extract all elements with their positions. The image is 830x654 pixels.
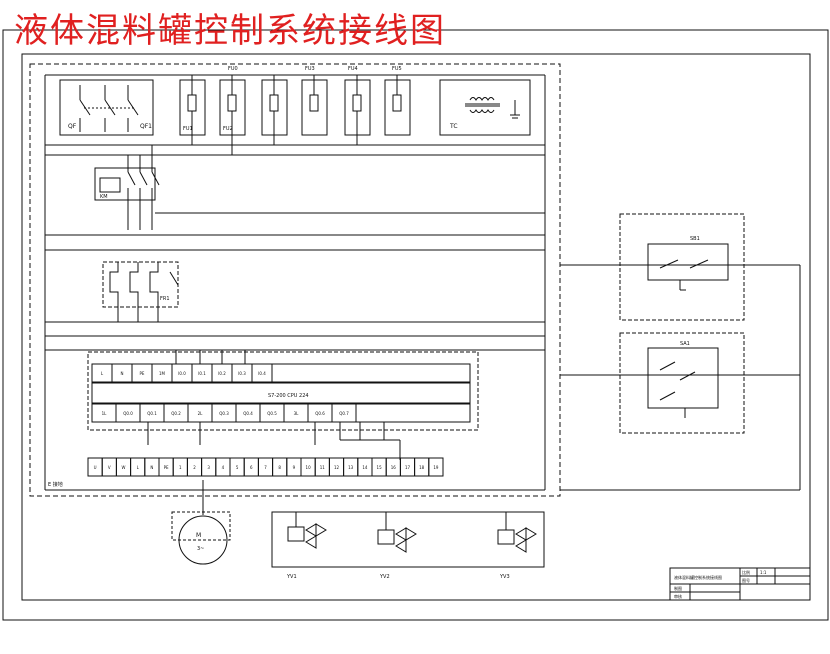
motor-label: M [196,532,201,539]
plc-output-terminal-label: 1L [102,411,108,416]
terminal-label: 10 [306,465,312,470]
terminal-label: 11 [320,465,326,470]
terminal-label: 2 [193,465,196,470]
terminal-label: 6 [250,465,253,470]
fu0-label: FU0 [228,66,238,72]
terminal-label: 13 [348,465,354,470]
pe-note: E 接地 [48,481,63,488]
tb-drawn-label: 图号 [742,577,750,583]
terminal-label: PE [164,465,169,470]
plc-input-terminal-label: I0.0 [178,371,186,376]
yv1-label: YV1 [286,574,297,580]
terminal-label: N [150,465,153,470]
yv2-label: YV2 [379,574,390,580]
terminal-label: 8 [278,465,281,470]
tc-label: TC [449,123,458,130]
terminal-label: 9 [293,465,296,470]
terminal-label: 4 [222,465,225,470]
main-breaker-qf [59,79,154,136]
plc-input-terminals: L N PE 1M I0.0 I0.1 I0.2 I0.3 I0.4 [91,363,273,383]
terminal-label: V [108,465,111,470]
plc-output-terminals: 1L Q0.0 Q0.1 Q0.2 2L Q0.3 Q0.4 Q0.5 3L Q0.6 Q0.7 [91,403,357,423]
plc-output-terminal-label: Q0.0 [123,411,133,416]
plc-model-label: S7-200 CPU 224 [268,393,309,399]
terminal-label: 1 [179,465,182,470]
fu3-label: FU3 [305,66,315,72]
plc-input-terminal-label: I0.2 [218,371,226,376]
terminal-label: 15 [377,465,383,470]
tb-scale-value: 1:1 [760,570,767,575]
button-box-1 [619,213,745,321]
plc-input-terminal-cell [251,363,273,383]
plc-input-terminal-label: L [101,371,104,376]
plc-output-terminal-label: Q0.1 [147,411,157,416]
plc-input-terminal-label: N [121,371,124,376]
terminal-label: 18 [419,465,425,470]
sa1-label: SA1 [680,341,690,347]
plc-input-terminal-label: PE [140,371,145,376]
plc-output-terminal-label: Q0.3 [219,411,229,416]
qf-label: QF [68,123,77,130]
terminal-label: L [137,465,140,470]
terminal-label: 12 [334,465,340,470]
control-cabinet [29,63,561,497]
tb-check2-label: 审核 [674,593,682,599]
fu1-label: FU1 [183,126,193,132]
terminal-label: 3 [207,465,210,470]
yv3-label: YV3 [499,574,510,580]
button-box-2 [619,332,745,434]
motor-phase-label: 3~ [197,546,204,552]
plc-output-terminal-cell [331,403,357,423]
tb-check1-label: 制图 [674,585,682,591]
plc-input-terminal-label: 1M [159,371,166,376]
solenoid-valve-box [271,511,545,568]
terminal-label: 7 [264,465,267,470]
plc-input-terminal-label: I0.3 [238,371,246,376]
terminal-label: 17 [405,465,411,470]
terminal-label: 19 [433,465,439,470]
contactor-km [94,145,160,230]
fu2-label: FU2 [223,126,233,132]
page-title: 液体混料罐控制系统接线图 [14,11,446,51]
transformer-tc [439,79,531,136]
fu5-label: FU5 [392,66,402,72]
plc-output-terminal-label: 2L [198,411,204,416]
fuse-group [179,75,411,155]
fr-label: FR1 [160,296,170,302]
plc-output-terminal-label: Q0.2 [171,411,181,416]
titleblock-name: 液体混料罐控制系统接线图 [674,574,722,580]
plc-input-terminal-label: I0.4 [258,371,266,376]
title-block [669,567,811,601]
fu4-label: FU4 [348,66,358,72]
motor [171,480,231,565]
plc-input-terminal-label: I0.1 [198,371,206,376]
sb1-label: SB1 [690,236,700,242]
plc-output-terminal-label: 3L [294,411,300,416]
terminal-label: 5 [236,465,239,470]
busbars [44,74,801,491]
thermal-relay-fr [102,261,179,322]
terminal-label: 16 [391,465,397,470]
plc-output-terminal-label: Q0.7 [339,411,349,416]
plc-output-terminal-label: Q0.6 [315,411,325,416]
qf1-label: QF1 [140,123,152,130]
plc-module [87,350,479,460]
terminal-label: W [122,465,126,470]
tb-scale-label: 比例 [742,569,750,575]
drawing-frame [2,29,829,621]
terminal-cell [428,457,444,477]
terminal-label: 14 [362,465,368,470]
plc-output-terminal-label: Q0.4 [243,411,253,416]
terminal-label: U [94,465,97,470]
km-label: KM [100,194,108,200]
plc-output-terminal-label: Q0.5 [267,411,277,416]
